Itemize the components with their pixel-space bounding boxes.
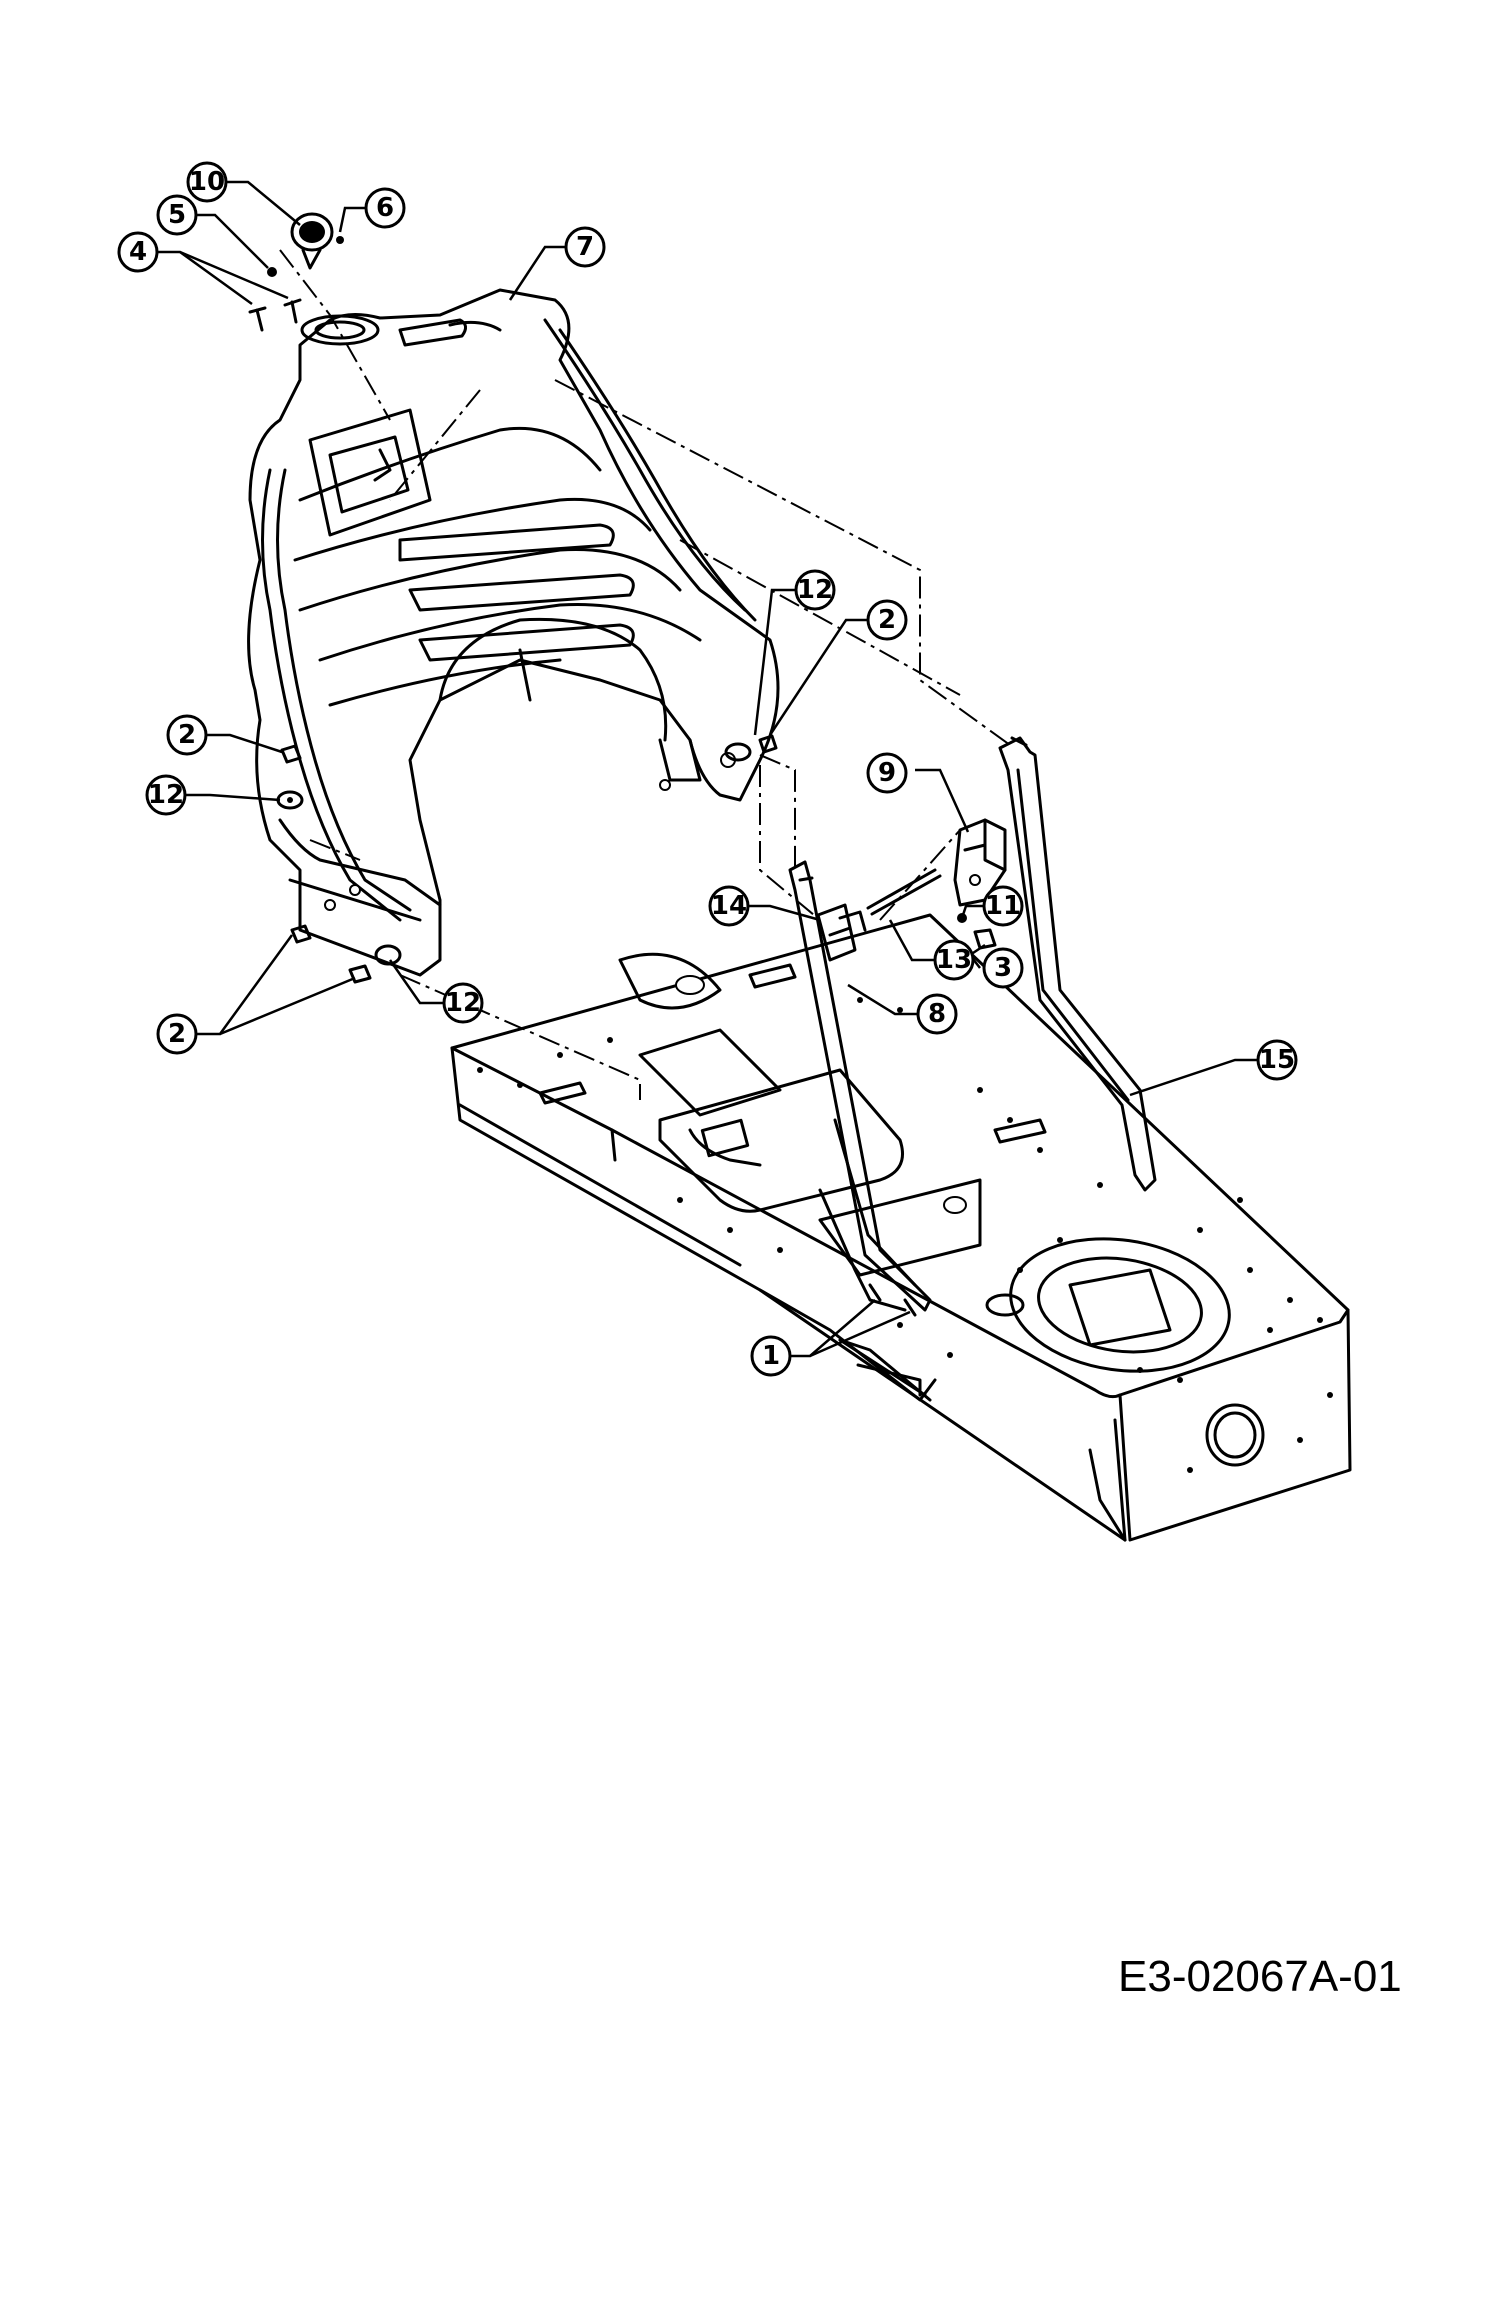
callout-bubbles: 10 6 5 4 7 12 2 9 2 12 14 11 13 3 8 2 12…	[117, 161, 1298, 1377]
svg-text:11: 11	[985, 891, 1021, 921]
svg-text:15: 15	[1259, 1045, 1295, 1075]
svg-text:13: 13	[936, 945, 972, 975]
callout-2-right: 2	[866, 599, 908, 641]
callout-13: 13	[933, 939, 975, 981]
callout-2-left: 2	[166, 714, 208, 756]
callout-12-left: 12	[145, 774, 187, 816]
callout-leaders	[157, 180, 1258, 1358]
callout-9: 9	[866, 752, 908, 794]
hardware	[248, 236, 997, 1317]
callout-6: 6	[364, 187, 406, 229]
pin-13	[866, 868, 942, 916]
svg-text:2: 2	[168, 1019, 186, 1049]
callout-3: 3	[982, 947, 1024, 989]
frame-holes	[477, 997, 1333, 1473]
svg-text:10: 10	[189, 167, 225, 197]
drawing-code: E3-02067A-01	[1118, 1952, 1402, 2001]
svg-text:3: 3	[994, 953, 1012, 983]
svg-text:1: 1	[762, 1341, 780, 1371]
callout-1: 1	[750, 1335, 792, 1377]
bracket-14	[788, 860, 932, 1312]
svg-text:9: 9	[878, 758, 896, 788]
fuel-cap-10	[290, 212, 334, 270]
svg-text:4: 4	[129, 237, 147, 267]
callout-5: 5	[156, 194, 198, 236]
callout-14: 14	[708, 885, 750, 927]
callout-12-right: 12	[794, 569, 836, 611]
body-7	[247, 288, 780, 977]
svg-text:2: 2	[878, 605, 896, 635]
svg-text:12: 12	[797, 575, 833, 605]
callout-15: 15	[1256, 1039, 1298, 1081]
svg-text:2: 2	[178, 720, 196, 750]
svg-text:12: 12	[445, 988, 481, 1018]
callout-12-bottom: 12	[442, 982, 484, 1024]
svg-text:14: 14	[711, 891, 747, 921]
svg-text:12: 12	[148, 780, 184, 810]
svg-text:8: 8	[928, 999, 946, 1029]
callout-8: 8	[916, 993, 958, 1035]
callout-7: 7	[564, 226, 606, 268]
svg-text:6: 6	[376, 193, 394, 223]
callout-2-bottom: 2	[156, 1013, 198, 1055]
svg-text:7: 7	[576, 232, 594, 262]
callout-10: 10	[186, 161, 228, 203]
bracket-9	[953, 818, 1007, 907]
svg-text:5: 5	[168, 200, 186, 230]
callout-11: 11	[982, 885, 1024, 927]
callout-4: 4	[117, 231, 159, 273]
frame-chassis	[450, 913, 1352, 1542]
bracket-15	[998, 736, 1157, 1192]
assembly-lines	[279, 249, 1011, 1100]
